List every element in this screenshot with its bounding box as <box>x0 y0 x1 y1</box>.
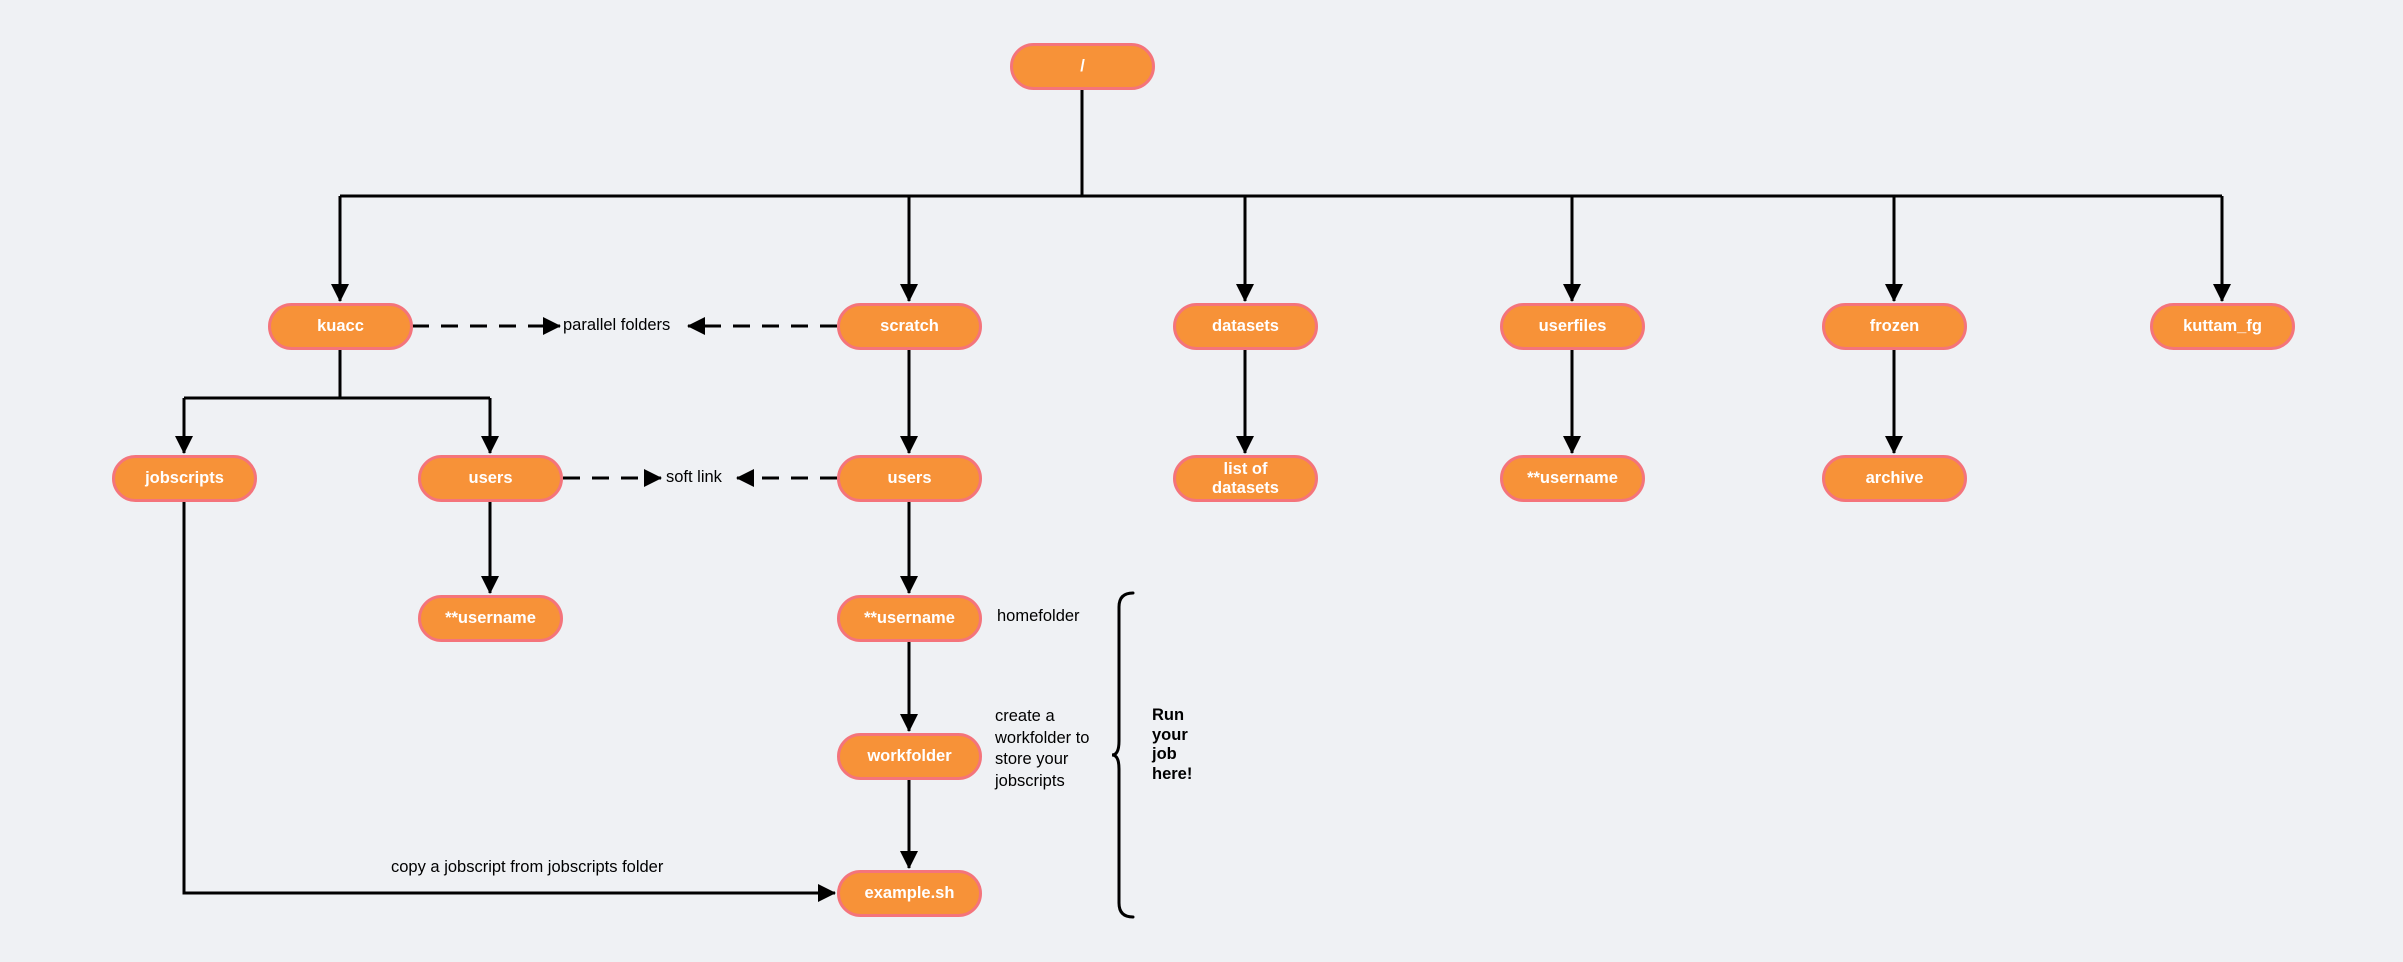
label-copy-jobscript: copy a jobscript from jobscripts folder <box>391 858 664 876</box>
node-frozen: frozen <box>1822 303 1967 350</box>
node-datasets: datasets <box>1173 303 1318 350</box>
node-list-of-datasets: list of datasets <box>1173 455 1318 502</box>
node-users-scratch: users <box>837 455 982 502</box>
node-kuacc: kuacc <box>268 303 413 350</box>
node-scratch: scratch <box>837 303 982 350</box>
label-homefolder: homefolder <box>997 607 1080 625</box>
node-userfiles: userfiles <box>1500 303 1645 350</box>
edge-jobscripts-example <box>182 502 836 902</box>
curly-brace <box>1111 591 1135 919</box>
node-username-kuacc: **username <box>418 595 563 642</box>
node-archive: archive <box>1822 455 1967 502</box>
node-workfolder: workfolder <box>837 733 982 780</box>
node-jobscripts: jobscripts <box>112 455 257 502</box>
node-username-home: **username <box>837 595 982 642</box>
node-users-kuacc: users <box>418 455 563 502</box>
label-soft-link: soft link <box>666 468 722 486</box>
label-create-workfolder: create a workfolder to store your jobscr… <box>995 707 1090 790</box>
label-run-job: Run your job here! <box>1152 706 1193 783</box>
node-root: / <box>1010 43 1155 90</box>
label-parallel-folders: parallel folders <box>563 316 671 334</box>
node-example-sh: example.sh <box>837 870 982 917</box>
node-username-userfiles: **username <box>1500 455 1645 502</box>
node-kuttam-fg: kuttam_fg <box>2150 303 2295 350</box>
